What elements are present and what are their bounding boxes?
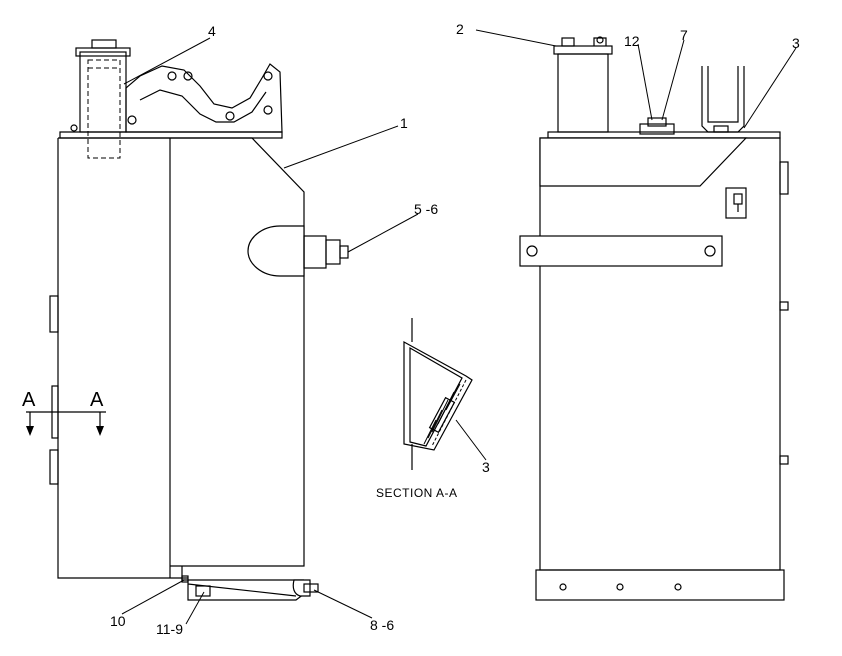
callout-1: 1: [400, 115, 408, 131]
callout-8-6: 8 -6: [370, 617, 394, 633]
callout-7: 7: [680, 27, 688, 43]
section-mark-right: A: [90, 389, 104, 411]
callout-4: 4: [208, 23, 216, 39]
callout-12: 12: [624, 33, 640, 49]
leader-lines: [121, 29, 797, 625]
callout-3-section: 3: [482, 459, 490, 475]
section-cut-marks: A A: [22, 389, 106, 436]
callout-5-6: 5 -6: [414, 201, 438, 217]
callout-11-9: 11-9: [156, 621, 183, 637]
section-title: SECTION A-A: [376, 486, 458, 500]
section-a-a-view: [403, 318, 473, 470]
left-tank-view: [49, 39, 349, 601]
callout-10: 10: [110, 613, 126, 629]
arrow-down-icon: [96, 426, 104, 436]
section-mark-left: A: [22, 389, 36, 411]
callout-3: 3: [792, 35, 800, 51]
arrow-down-icon: [26, 426, 34, 436]
callout-2: 2: [456, 21, 464, 37]
right-tank-view: [519, 36, 789, 601]
